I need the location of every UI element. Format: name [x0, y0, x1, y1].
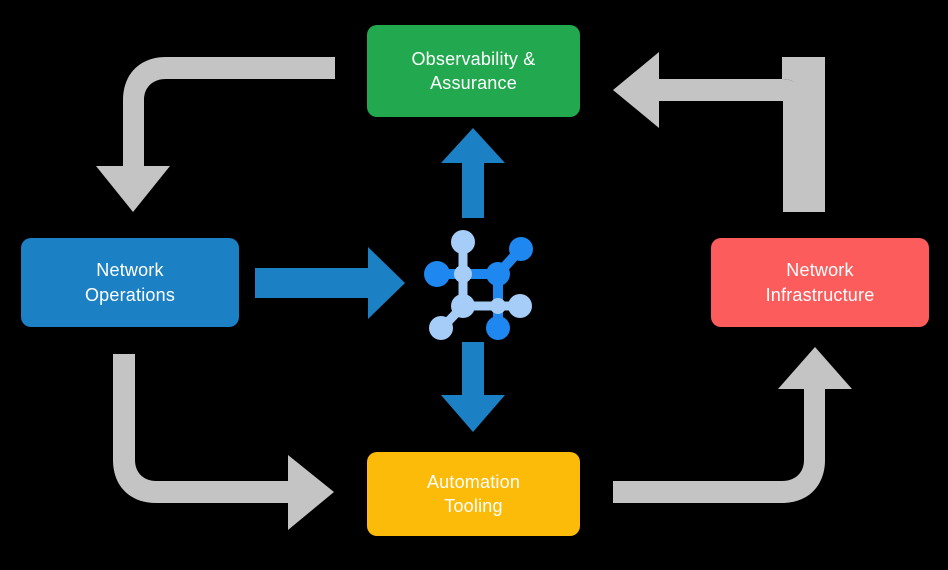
arrow-center-up — [441, 128, 505, 218]
topology-node-bottom-left — [429, 316, 453, 340]
topology-node-top-right — [509, 237, 533, 261]
topology-node-left — [424, 261, 450, 287]
arrow-bottom-left — [113, 354, 334, 530]
box-network-infrastructure-line1: Network — [786, 260, 854, 281]
arrow-center-down — [441, 342, 505, 432]
arrow-top-right-corner — [782, 57, 825, 150]
arrow-bottom-right — [613, 347, 852, 503]
box-network-operations[interactable]: Network Operations — [21, 238, 239, 327]
box-network-infrastructure-line2: Infrastructure — [765, 284, 875, 305]
box-automation-tooling-line2: Tooling — [444, 496, 503, 516]
arrow-center-left — [255, 247, 405, 319]
box-network-infrastructure[interactable]: Network Infrastructure — [711, 238, 929, 327]
network-topology-icon — [424, 230, 533, 340]
arrow-top-left — [96, 57, 335, 212]
topology-links-secondary — [437, 237, 524, 333]
box-automation-tooling-label: Automation Tooling — [419, 470, 528, 519]
box-network-operations-line2: Operations — [84, 284, 176, 305]
box-automation-tooling-line1: Automation — [426, 471, 521, 492]
topology-node-lower-left — [451, 294, 475, 318]
topology-node-hub — [486, 262, 510, 286]
box-network-operations-label: Network Operations — [77, 258, 183, 307]
box-observability-assurance[interactable]: Observability & Assurance — [367, 25, 580, 117]
topology-node-mid-left — [454, 265, 472, 283]
box-automation-tooling[interactable]: Automation Tooling — [367, 452, 580, 536]
box-network-operations-line1: Network — [96, 260, 164, 281]
box-observability-label: Observability & Assurance — [403, 47, 543, 96]
arrow-top-right — [613, 52, 804, 212]
topology-node-bottom — [486, 316, 510, 340]
arrow-top-right-vertical — [804, 140, 825, 212]
box-observability-line1: Observability & — [411, 48, 536, 69]
box-observability-line2: Assurance — [430, 73, 517, 93]
topology-node-top — [451, 230, 475, 254]
topology-node-mid-lower — [490, 298, 506, 314]
arrow-top-right-stem — [783, 79, 804, 212]
topology-node-right — [508, 294, 532, 318]
box-network-infrastructure-label: Network Infrastructure — [758, 258, 883, 307]
